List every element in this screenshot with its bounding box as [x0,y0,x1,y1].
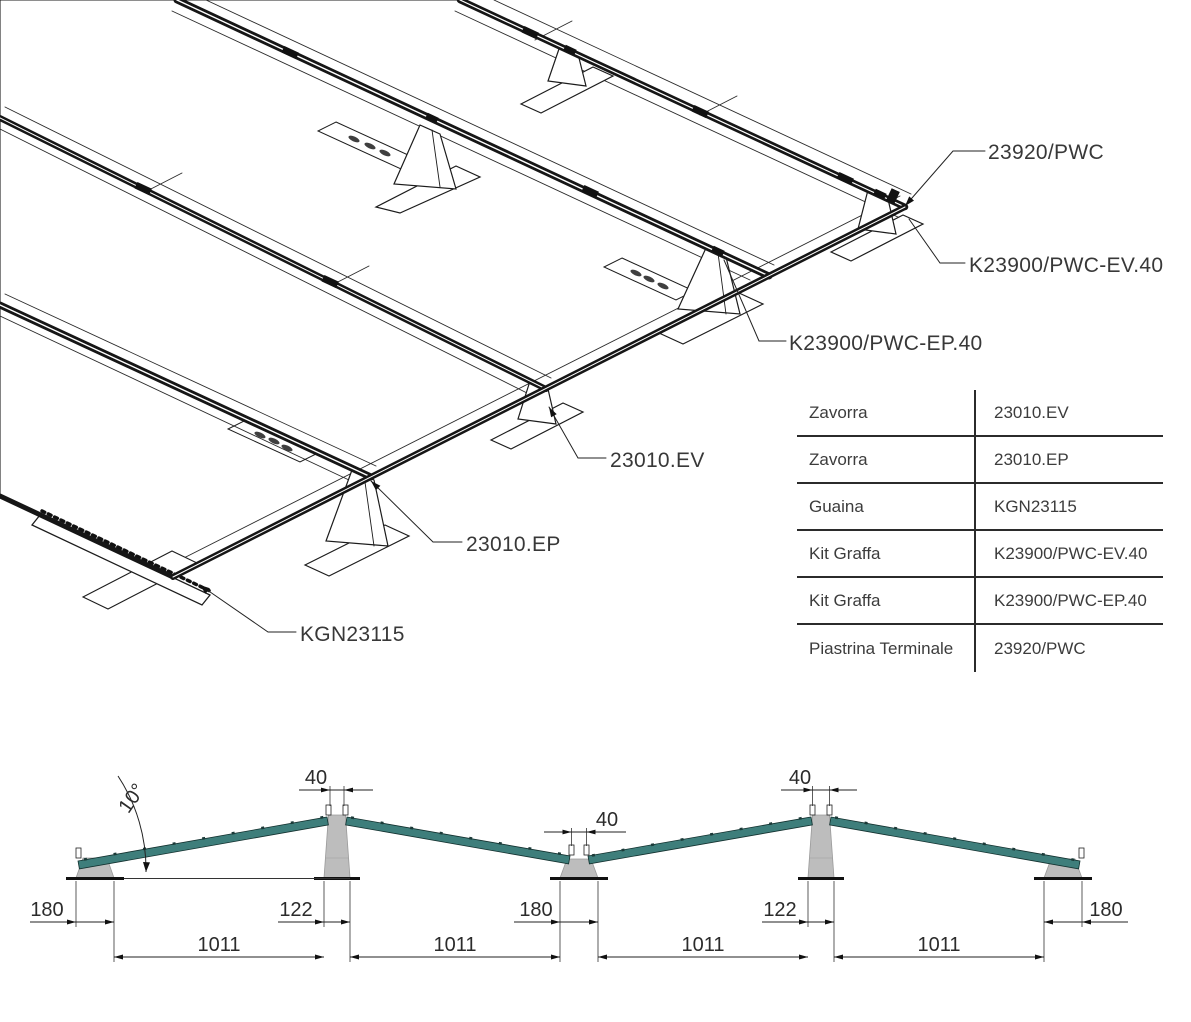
part-code: 23010.EV [994,402,1069,422]
part-name: Kit Graffa [809,590,881,610]
table-row: Piastrina Terminale 23920/PWC [797,625,1163,672]
dim-width-peak-right: 122 [763,899,796,921]
table-row: Guaina KGN23115 [797,484,1163,531]
part-code: KGN23115 [994,496,1077,516]
callout-23010-ep: 23010.EP [466,533,561,556]
part-name: Guaina [809,496,864,516]
part-code: 23920/PWC [994,638,1086,658]
table-row: Zavorra 23010.EV [797,390,1163,437]
dim-span-4: 1011 [917,934,960,956]
isometric-view: 23920/PWC K23900/PWC-EV.40 K23900/PWC-EP… [0,0,1163,646]
panel-strip-3 [587,816,813,865]
dim-span-3: 1011 [681,934,724,956]
dim-span-2: 1011 [433,934,476,956]
dim-width-left: 180 [30,899,63,921]
rail-serration [40,509,212,593]
section-pedestals [75,814,1083,879]
panel-strip-2 [345,816,571,865]
callout-k23900-pwc-ev-40: K23900/PWC-EV.40 [969,254,1163,277]
dim-gap-valley: 40 [596,809,618,831]
part-code: 23010.EP [994,449,1069,469]
dim-span-1: 1011 [197,934,240,956]
dimension-lines [30,789,1128,958]
callout-23920-pwc: 23920/PWC [988,141,1104,164]
angle-dimension [117,775,150,873]
part-name: Zavorra [809,449,868,469]
dim-width-valley: 180 [519,899,552,921]
dim-gap-peak-right: 40 [789,767,811,789]
callout-labels: 23920/PWC K23900/PWC-EV.40 K23900/PWC-EP… [300,141,1163,646]
part-name: Kit Graffa [809,543,881,563]
pedestal-ep-1 [393,124,457,190]
leader-arrowheads [200,196,914,594]
rail-clamps [134,25,900,289]
cross-section-view: 180 122 180 122 180 1011 1011 1011 1011 … [30,767,1128,962]
callout-kgn23115: KGN23115 [300,623,405,646]
callout-23010-ev: 23010.EV [610,449,705,472]
table-row: Kit Graffa K23900/PWC-EP.40 [797,578,1163,625]
part-name: Piastrina Terminale [809,638,954,658]
dim-gap-peak-left: 40 [305,767,327,789]
panel-faces [0,0,907,578]
parts-table: Zavorra 23010.EV Zavorra 23010.EP Guaina… [797,390,1163,672]
panel-strip-4 [829,816,1081,870]
dim-width-right: 180 [1089,899,1122,921]
table-row: Zavorra 23010.EP [797,437,1163,484]
part-name: Zavorra [809,402,868,422]
dimension-arrows [67,787,1091,960]
dimensions: 180 122 180 122 180 1011 1011 1011 1011 … [30,767,1128,962]
part-code: K23900/PWC-EP.40 [994,590,1147,610]
dim-width-peak-left: 122 [279,899,312,921]
panel-strip-1 [77,816,329,870]
table-row: Kit Graffa K23900/PWC-EV.40 [797,531,1163,578]
pedestals [303,45,925,577]
table-column-divider [974,390,976,672]
callout-k23900-pwc-ep-40: K23900/PWC-EP.40 [789,332,983,355]
terminal-plate [886,188,900,204]
part-code: K23900/PWC-EV.40 [994,543,1148,563]
section-panels [77,816,1081,870]
callout-leaders [199,150,986,633]
dim-angle: 10° [114,780,149,817]
